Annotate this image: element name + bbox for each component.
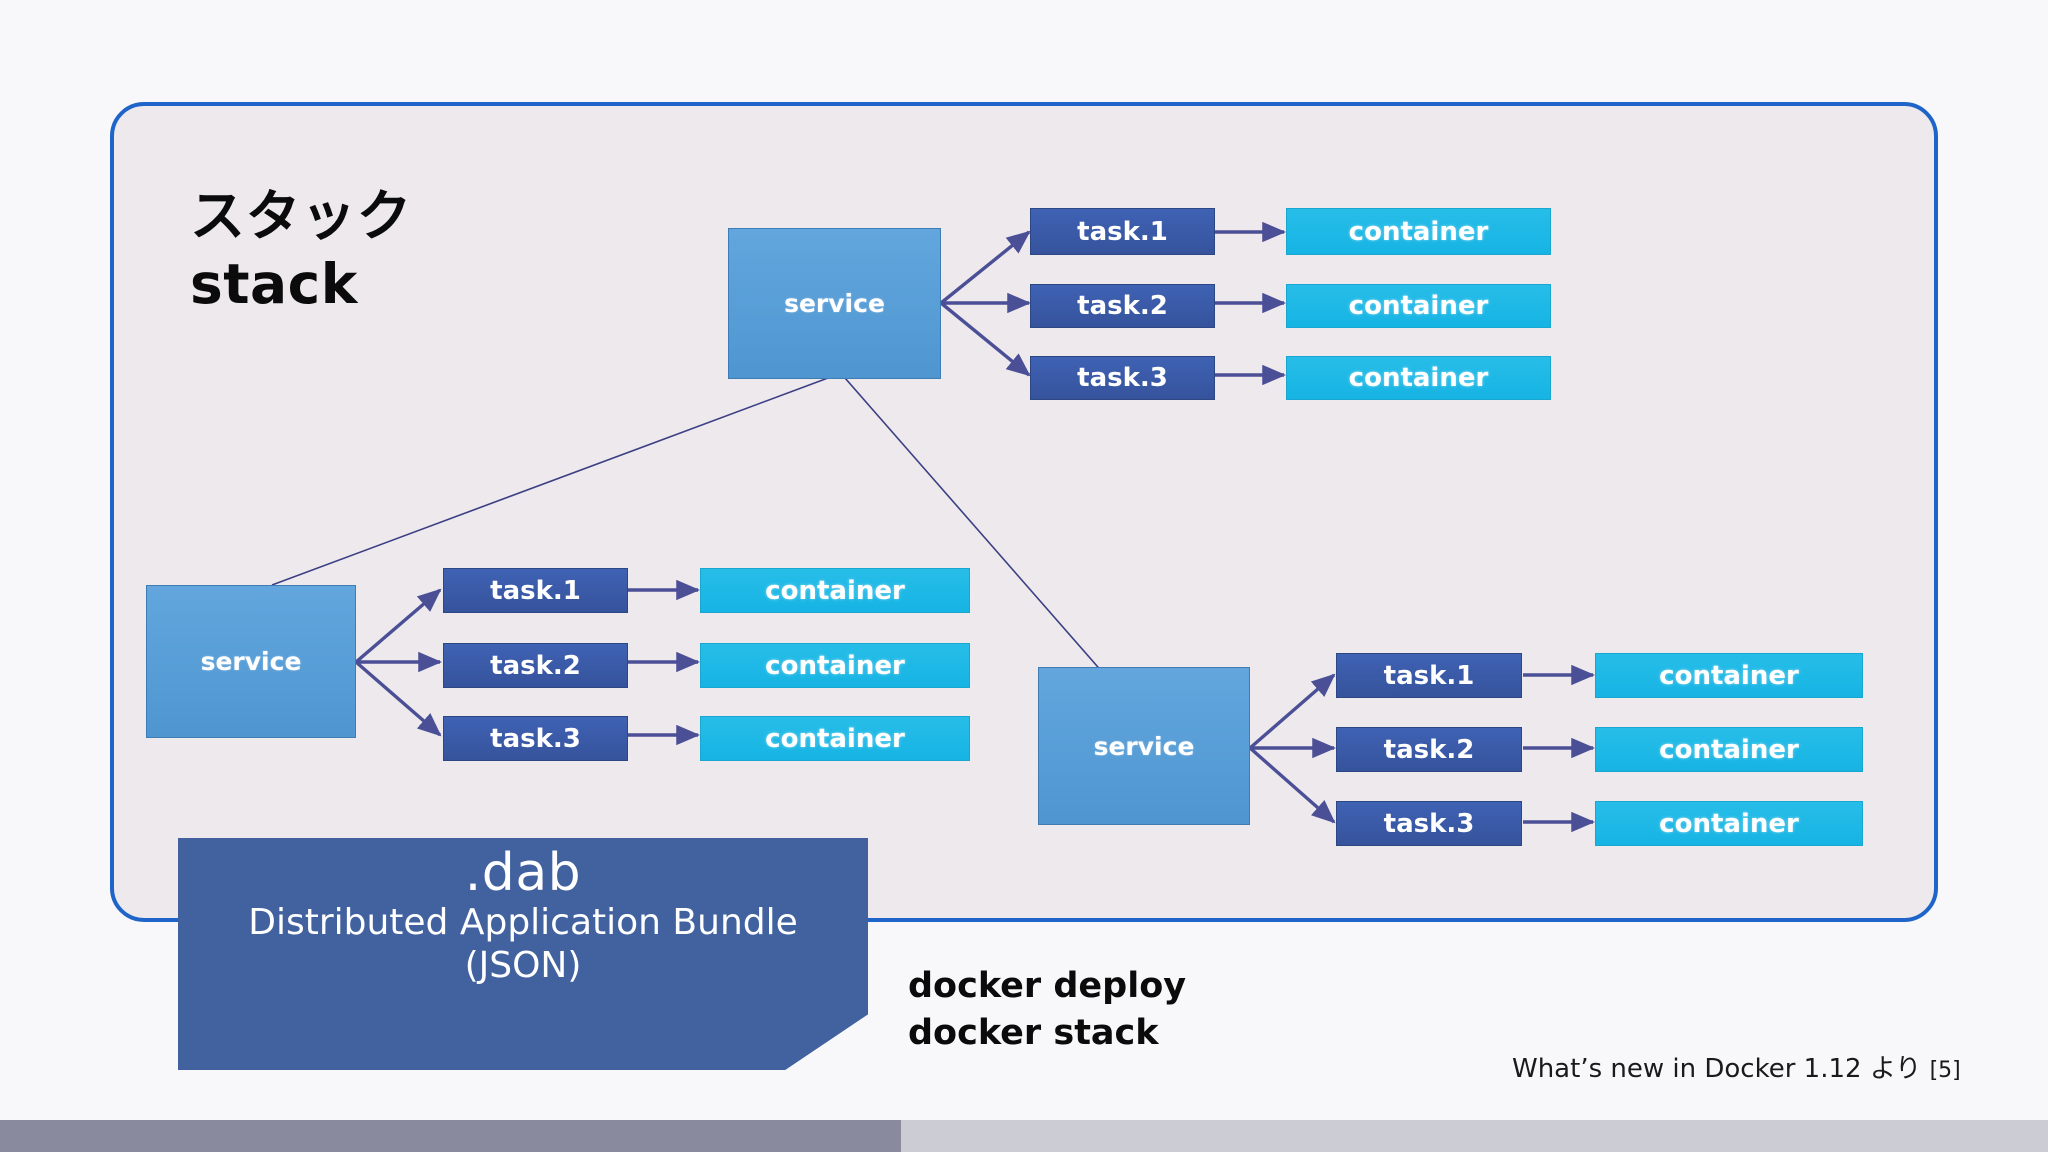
container-box-br-3[interactable]: container: [1595, 801, 1863, 846]
command-docker-stack: docker stack: [908, 1012, 1159, 1053]
command-list: docker deploy docker stack: [908, 963, 1186, 1057]
container-box-top-3[interactable]: container: [1286, 356, 1551, 400]
task-box-br-2[interactable]: task.2: [1336, 727, 1522, 772]
container-box-left-2[interactable]: container: [700, 643, 970, 688]
slide-progress-bar[interactable]: [0, 1120, 2048, 1152]
task-box-br-3[interactable]: task.3: [1336, 801, 1522, 846]
slide-progress-fill: [0, 1120, 902, 1152]
dab-folded-corner: [785, 1014, 868, 1070]
container-box-top-2[interactable]: container: [1286, 284, 1551, 328]
dab-extension-label: .dab: [464, 843, 582, 903]
page-title-japanese: スタック: [190, 184, 413, 248]
task-box-top-3[interactable]: task.3: [1030, 356, 1215, 400]
task-box-top-2[interactable]: task.2: [1030, 284, 1215, 328]
page-title-english: stack: [190, 252, 358, 317]
task-box-left-1[interactable]: task.1: [443, 568, 628, 613]
dab-format-label: (JSON): [464, 945, 582, 987]
task-box-left-2[interactable]: task.2: [443, 643, 628, 688]
service-box-top[interactable]: service: [728, 228, 941, 379]
container-box-top-1[interactable]: container: [1286, 208, 1551, 255]
citation-text: What’s new in Docker 1.12 より: [1512, 1054, 1922, 1084]
task-box-top-1[interactable]: task.1: [1030, 208, 1215, 255]
service-box-left[interactable]: service: [146, 585, 356, 738]
command-docker-deploy: docker deploy: [908, 966, 1187, 1006]
dab-callout: .dab Distributed Application Bundle (JSO…: [178, 838, 868, 1070]
service-box-bottom-right[interactable]: service: [1038, 667, 1250, 825]
container-box-left-1[interactable]: container: [700, 568, 970, 613]
task-box-left-3[interactable]: task.3: [443, 716, 628, 761]
task-box-br-1[interactable]: task.1: [1336, 653, 1522, 698]
citation-reference: [5]: [1929, 1058, 1961, 1083]
dab-fullname-label: Distributed Application Bundle: [248, 902, 798, 944]
container-box-left-3[interactable]: container: [700, 716, 970, 761]
citation: What’s new in Docker 1.12 より [5]: [1512, 1048, 1961, 1085]
container-box-br-1[interactable]: container: [1595, 653, 1863, 698]
container-box-br-2[interactable]: container: [1595, 727, 1863, 772]
page-title: スタック stack: [190, 182, 412, 318]
